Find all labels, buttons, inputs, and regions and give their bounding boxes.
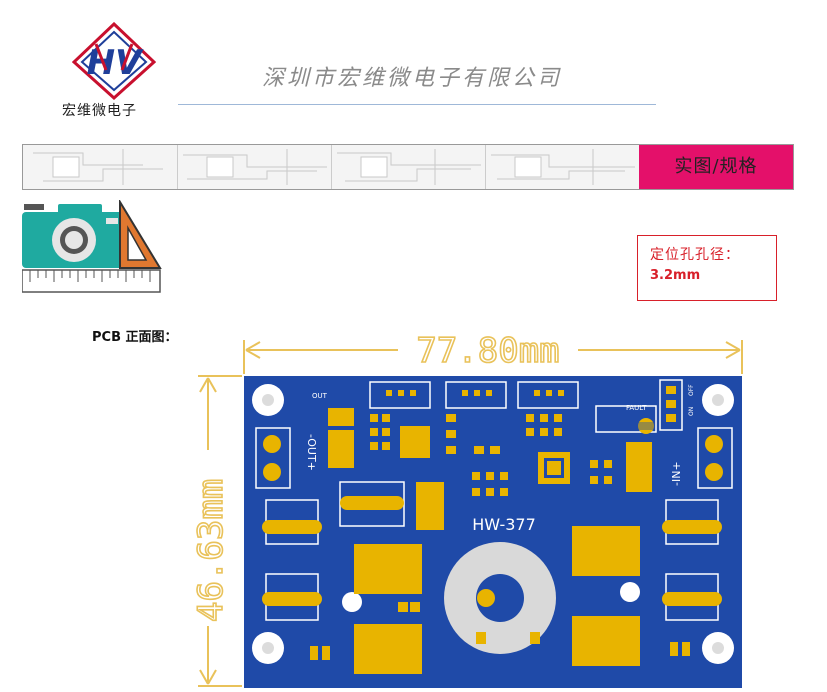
mounting-hole [702,632,734,664]
controller-ic [538,452,570,484]
center-mounting-hole [444,542,556,654]
mounting-hole [702,384,734,416]
small-hole [620,582,640,602]
input-terminals [705,435,723,481]
ruler-icon [21,269,161,293]
fault-led [638,418,654,434]
camera-icon [22,204,126,268]
mounting-hole [252,632,284,664]
pcb-section-label: PCB 正面图： [92,330,178,345]
banner-tab: 实图/规格 [639,145,793,189]
silkscreen-off: OFF [688,384,695,396]
silkscreen-in-pins: -IN+ [670,461,683,486]
set-square-icon [119,198,162,269]
banner-circuit-pattern [23,145,178,189]
banner-circuit-pattern [331,145,486,189]
pcb-drawing: 77.80mm 46.63mm [190,330,750,688]
company-logo: HV [71,21,157,101]
board-model-label: HW-377 [472,515,536,534]
banner-circuit-pattern [485,145,640,189]
small-hole [342,592,362,612]
section-banner: 实图/规格 [22,144,794,190]
silkscreen-out-pins: -OUT+ [305,434,318,471]
header-divider [178,104,656,105]
width-dimension-label: 77.80mm [416,331,559,371]
pcb-board: OUT -OUT+ -IN+ FAULT ON OFF HW-377 [244,376,742,688]
output-terminals [263,435,281,481]
silkscreen-fault: FAULT [626,404,647,412]
mounting-hole [252,384,284,416]
height-dimension-label: 46.63mm [191,479,231,622]
logo-caption: 宏维微电子 [62,103,137,119]
silkscreen-out: OUT [312,392,328,400]
photo-spec-icon-group [21,198,162,296]
banner-circuit-pattern [177,145,332,189]
company-name: 深圳市宏维微电子有限公司 [262,66,563,91]
hole-spec-value: 3.2mm [650,268,701,283]
silkscreen-on: ON [688,407,695,416]
hole-spec-label: 定位孔孔径： [650,247,740,263]
logo-letters: HV [87,43,144,83]
hole-spec-box: 定位孔孔径： 3.2mm [637,235,777,301]
